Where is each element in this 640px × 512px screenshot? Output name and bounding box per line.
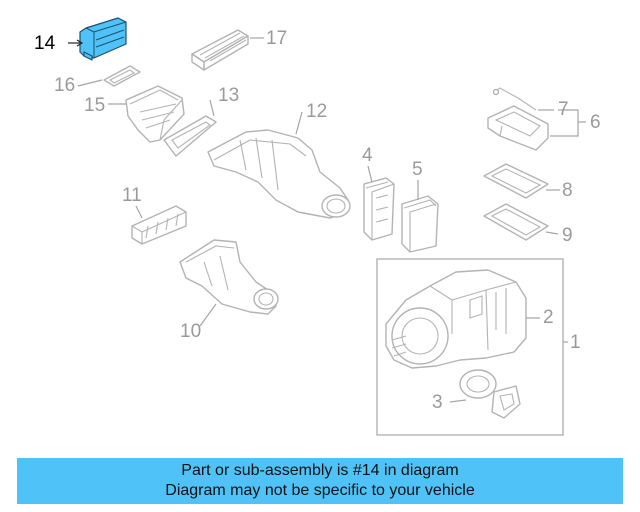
part-9 [483,203,549,241]
part-15 [125,85,185,143]
callout-10[interactable]: 10 [180,321,202,342]
leader-lines [68,37,586,403]
callout-6[interactable]: 6 [590,112,601,133]
callout-4[interactable]: 4 [362,145,373,166]
callout-8[interactable]: 8 [562,180,573,201]
callout-9[interactable]: 9 [562,225,573,246]
part-17 [191,29,249,71]
part-7 [492,87,537,111]
assembly-1-frame [376,258,564,436]
part-16 [103,65,141,87]
part-3 [459,369,521,419]
part-2 [385,269,527,369]
banner-line-2: Diagram may not be specific to your vehi… [165,482,475,499]
callout-16[interactable]: 16 [54,75,76,96]
info-banner: Part or sub-assembly is #14 in diagram D… [17,458,623,504]
callout-11[interactable]: 11 [122,185,142,206]
callout-2[interactable]: 2 [543,307,554,328]
callout-5[interactable]: 5 [412,159,423,180]
part-14-highlighted[interactable] [79,17,127,61]
callout-13[interactable]: 13 [218,85,240,106]
part-10 [179,239,279,315]
callout-3[interactable]: 3 [432,392,443,413]
part-6 [487,105,549,151]
part-5 [401,195,439,253]
part-4 [363,177,395,241]
callout-1[interactable]: 1 [570,332,581,353]
callout-17[interactable]: 17 [266,28,288,49]
part-8 [483,163,549,199]
part-11 [131,205,187,245]
part-12 [207,129,351,219]
callout-15[interactable]: 15 [84,95,106,116]
callout-12[interactable]: 12 [306,101,328,122]
callout-14[interactable]: 14 [34,33,56,54]
part-13 [163,115,217,157]
banner-line-1: Part or sub-assembly is #14 in diagram [181,462,459,479]
callout-7[interactable]: 7 [558,99,569,120]
